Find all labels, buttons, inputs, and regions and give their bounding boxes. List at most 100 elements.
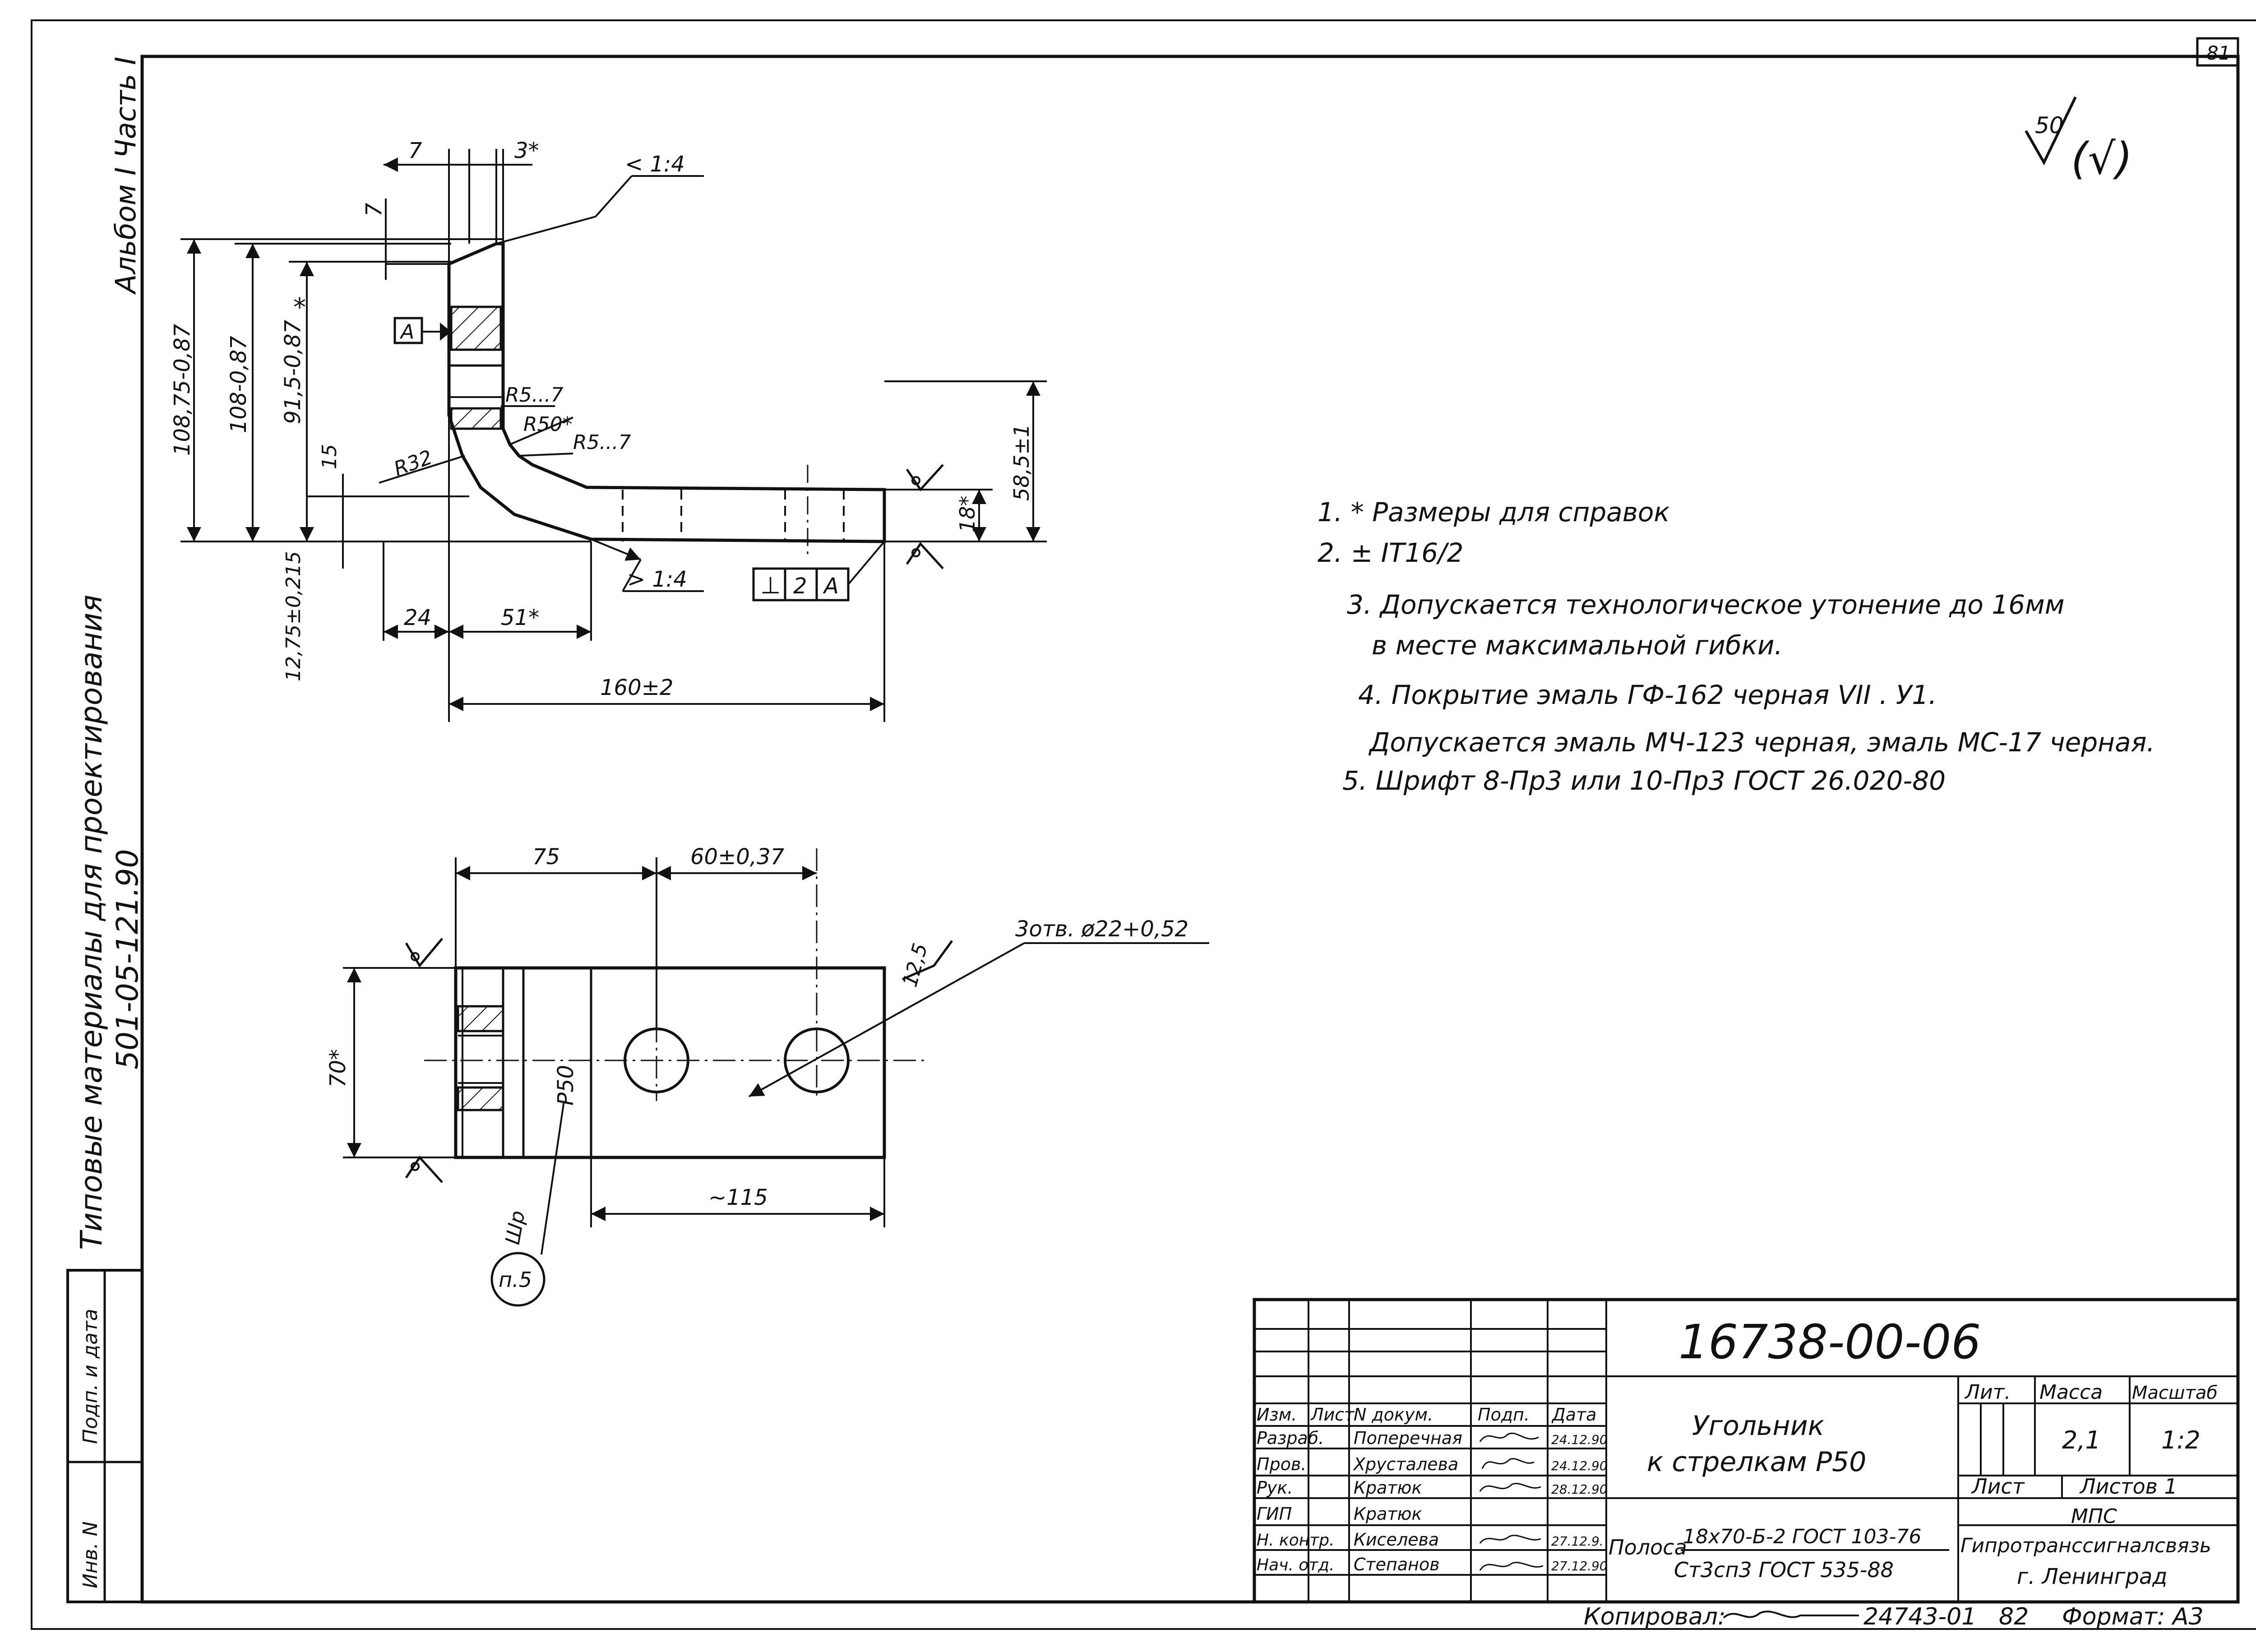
scale-value: 1:2 bbox=[2161, 1426, 2201, 1454]
row-role: Нач. отд. bbox=[1257, 1556, 1335, 1574]
signature-rows: Разраб. Поперечная 24.12.90 Пров. Хруста… bbox=[1257, 1428, 1608, 1574]
row-date: 27.12.90 bbox=[1551, 1559, 1608, 1573]
title-block: 16738-00-06 Изм. Лист N докум. Подп. Дат… bbox=[1253, 1298, 2240, 1604]
side-view: 7 3* < 1:4 7 108,75-0,87 108-0,87 91,5-0… bbox=[170, 138, 1047, 722]
dim-7-top: 7 bbox=[408, 138, 422, 163]
scale-label: Масштаб bbox=[2132, 1383, 2218, 1403]
row-role: Разраб. bbox=[1257, 1428, 1324, 1448]
side-stamp: Подп. и дата Инв. N bbox=[66, 1269, 143, 1603]
row-role: Н. контр. bbox=[1257, 1531, 1335, 1550]
lit-label: Лит. bbox=[1964, 1381, 2011, 1404]
org-line2: Гипротранссигналсвязь bbox=[1960, 1534, 2211, 1557]
dim-12-75: 12,75±0,215 bbox=[282, 551, 305, 681]
r50: R50* bbox=[523, 413, 573, 436]
roughness-value: 50 bbox=[2035, 112, 2064, 139]
dim-91-5: 91,5-0,87 bbox=[280, 319, 305, 424]
bottom-page: 82 bbox=[1999, 1603, 2029, 1630]
r5-7-a: R5...7 bbox=[505, 384, 564, 407]
hdr-list: Лист bbox=[1310, 1405, 1355, 1425]
row-name: Хрусталева bbox=[1353, 1454, 1458, 1474]
part-name-1: Угольник bbox=[1692, 1410, 1824, 1442]
dim-108: 108-0,87 bbox=[226, 336, 251, 433]
material-line2: Ст3сп3 ГОСТ 535-88 bbox=[1674, 1558, 1894, 1582]
dim-160: 160±2 bbox=[600, 675, 673, 700]
star-mark: * bbox=[293, 293, 306, 322]
side-stamp-sign-date: Подп. и дата bbox=[79, 1309, 102, 1444]
row-role: ГИП bbox=[1257, 1504, 1292, 1524]
label-shr: Шр bbox=[501, 1209, 530, 1246]
callout-p5: п.5 bbox=[499, 1268, 532, 1292]
row-date: 27.12.9. bbox=[1551, 1534, 1604, 1549]
dim-3-star: 3* bbox=[514, 138, 539, 163]
dim-7-left: 7 bbox=[361, 203, 387, 217]
r32: R32 bbox=[391, 446, 435, 481]
dim-51: 51* bbox=[501, 605, 539, 630]
dim-18: 18* bbox=[955, 495, 980, 532]
row-name: Кратюк bbox=[1354, 1478, 1422, 1498]
note-2: 2. ± IT16/2 bbox=[1318, 537, 1464, 568]
sheets-label: Листов 1 bbox=[2079, 1474, 2177, 1499]
label-p50: Р50 bbox=[553, 1065, 578, 1106]
hdr-izm: Изм. bbox=[1257, 1405, 1297, 1425]
tol-value: 2 bbox=[793, 574, 807, 599]
hdr-date: Дата bbox=[1551, 1405, 1596, 1425]
outer-border bbox=[31, 19, 2256, 1630]
doc-number: 16738-00-06 bbox=[1678, 1314, 1981, 1370]
taper-top: < 1:4 bbox=[625, 152, 685, 177]
signatures bbox=[1479, 1432, 1544, 1571]
plan-view: 75 60±0,37 3отв. ø22+0,52 12,5 70* Р50 Ш… bbox=[325, 844, 1209, 1307]
part-name-2: к стрелкам Р50 bbox=[1647, 1446, 1866, 1478]
page-number: 81 bbox=[2206, 42, 2230, 64]
row-date: 28.12.90 bbox=[1551, 1482, 1608, 1497]
org-line1: МПС bbox=[2071, 1505, 2117, 1528]
r5-7-b: R5...7 bbox=[573, 431, 631, 454]
dim-115: ~115 bbox=[708, 1185, 768, 1210]
format-label: Формат: А3 bbox=[2062, 1603, 2204, 1630]
series-label: Типовые материалы для проектирования bbox=[74, 595, 109, 1250]
hdr-doc: N докум. bbox=[1354, 1405, 1433, 1425]
row-name: Кратюк bbox=[1354, 1504, 1422, 1524]
mass-value: 2,1 bbox=[2062, 1426, 2101, 1454]
note-3: 3. Допускается технологическое утонение … bbox=[1347, 589, 2065, 620]
copied-label: Копировал: bbox=[1584, 1603, 1726, 1630]
note-4: 4. Покрытие эмаль ГФ-162 черная VII . У1… bbox=[1358, 680, 1937, 710]
dim-15: 15 bbox=[318, 444, 341, 469]
hdr-sign: Подп. bbox=[1478, 1405, 1530, 1425]
sheet-label: Лист bbox=[1971, 1474, 2025, 1499]
bottom-strip: Копировал: 24743-01 82 Формат: А3 bbox=[1584, 1603, 2204, 1630]
dim-12-5: 12,5 bbox=[898, 941, 932, 990]
datum-a: A bbox=[399, 320, 414, 343]
dim-75: 75 bbox=[532, 844, 560, 870]
tolerance-frame: ⊥ 2 A bbox=[752, 541, 885, 602]
dim-70: 70* bbox=[325, 1049, 351, 1087]
material-prefix: Полоса bbox=[1609, 1535, 1687, 1559]
dim-24: 24 bbox=[404, 605, 431, 630]
series-number: 501-05-121.90 bbox=[110, 849, 145, 1069]
copy-number: 24743-01 bbox=[1863, 1603, 1976, 1630]
technical-notes: 1. * Размеры для справок 2. ± IT16/2 3. … bbox=[1318, 497, 2155, 796]
row-name: Поперечная bbox=[1354, 1428, 1462, 1448]
row-name: Степанов bbox=[1354, 1555, 1440, 1574]
dim-60: 60±0,37 bbox=[690, 844, 785, 870]
side-stamp-inv-no: Инв. N bbox=[79, 1522, 102, 1589]
note-3b: в месте максимальной гибки. bbox=[1372, 630, 1783, 661]
holes-callout: 3отв. ø22+0,52 bbox=[1015, 916, 1188, 942]
row-name: Киселева bbox=[1354, 1530, 1439, 1550]
page-number-box: 81 bbox=[2196, 37, 2239, 67]
dim-108-75: 108,75-0,87 bbox=[170, 324, 195, 456]
mass-label: Масса bbox=[2039, 1381, 2103, 1404]
dim-58-5: 58,5±1 bbox=[1009, 424, 1034, 501]
tol-symbol: ⊥ bbox=[760, 572, 781, 599]
row-role: Пров. bbox=[1257, 1454, 1306, 1474]
album-label: Альбом I Часть I bbox=[109, 57, 142, 295]
tol-datum: A bbox=[823, 574, 839, 599]
row-role: Рук. bbox=[1257, 1478, 1293, 1498]
row-date: 24.12.90 bbox=[1551, 1432, 1608, 1447]
note-1: 1. * Размеры для справок bbox=[1318, 497, 1669, 528]
note-4b: Допускается эмаль МЧ-123 черная, эмаль М… bbox=[1368, 727, 2155, 758]
roughness-symbol: 50 (√) bbox=[2025, 96, 2132, 184]
org-line3: г. Ленинград bbox=[2017, 1564, 2168, 1589]
roughness-paren: (√) bbox=[2071, 134, 2132, 184]
note-5: 5. Шрифт 8-Пр3 или 10-Пр3 ГОСТ 26.020-80 bbox=[1342, 765, 1946, 796]
